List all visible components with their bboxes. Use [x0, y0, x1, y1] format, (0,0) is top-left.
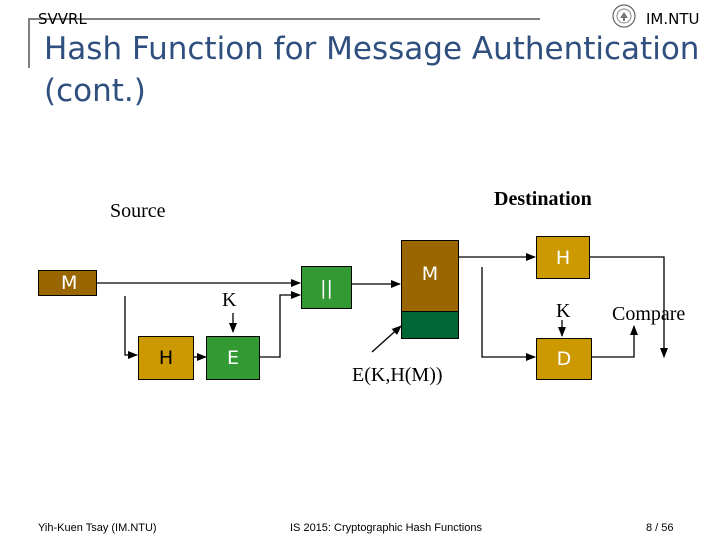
- key-label-sender: K: [222, 289, 237, 311]
- header-rule: [28, 18, 540, 20]
- slide-title: Hash Function for Message Authentication…: [44, 31, 700, 109]
- compare-label: Compare: [612, 303, 686, 325]
- key-label-receiver: K: [556, 300, 571, 322]
- message-box-source: M: [38, 270, 97, 296]
- university-seal-icon: [612, 4, 636, 28]
- decrypt-box: D: [536, 338, 592, 380]
- hash-box-source: H: [138, 336, 194, 380]
- destination-label: Destination: [494, 188, 592, 210]
- concat-box: ||: [301, 266, 352, 309]
- header-dept-name: IM.NTU: [646, 10, 700, 28]
- encrypt-box: E: [206, 336, 260, 380]
- encrypted-hash-label: E(K,H(M)): [352, 364, 443, 386]
- header-lab-name: SVVRL: [38, 10, 87, 28]
- hash-box-destination: H: [536, 236, 590, 279]
- mac-segment-box: [401, 311, 459, 339]
- title-side-rule: [28, 18, 30, 68]
- footer-page-number: 8 / 56: [646, 522, 674, 534]
- message-box-destination: M: [401, 240, 459, 312]
- source-label: Source: [110, 200, 166, 222]
- footer-course: IS 2015: Cryptographic Hash Functions: [290, 522, 482, 534]
- footer-author: Yih-Kuen Tsay (IM.NTU): [38, 522, 157, 534]
